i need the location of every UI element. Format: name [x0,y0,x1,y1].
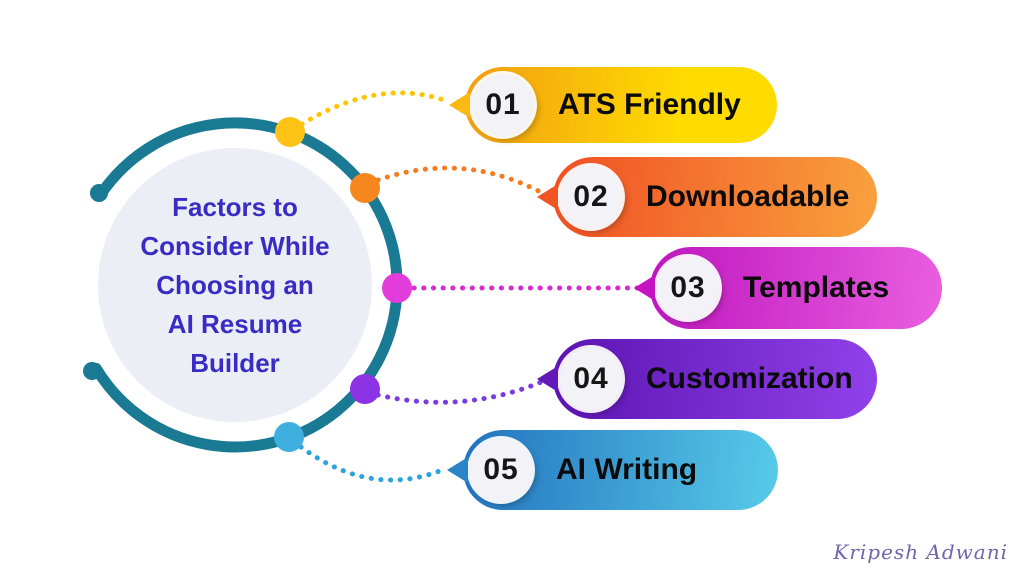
factor-pill-downloadable: 02 Downloadable [553,157,877,237]
ring-end-dot-bottom [83,362,101,380]
number-text: 03 [670,271,706,304]
ring-dot-4 [350,374,380,404]
number-badge: 03 [657,257,719,319]
ring-dot-1 [275,117,305,147]
factor-pill-customization: 04 Customization [553,339,877,419]
number-badge: 05 [470,439,532,501]
title-line-1: Factors to [172,191,298,222]
central-circle: Factors to Consider While Choosing an AI… [98,148,372,422]
title-line-4: AI Resume [167,308,303,339]
pill-label: Downloadable [646,180,850,213]
factor-pill-ai-writing: 05 AI Writing [463,430,778,510]
number-text: 01 [485,88,521,121]
pill-label: AI Writing [556,453,698,486]
title-line-3: Choosing an [156,269,314,300]
pill-label: ATS Friendly [558,88,741,121]
title-line-2: Consider While [140,230,330,261]
author-signature: Kripesh Adwani [833,540,1008,564]
connector-5 [298,444,450,483]
title-line-5: Builder [190,347,280,378]
connector-2 [375,165,549,198]
factor-pill-ats-friendly: 01 ATS Friendly [465,67,777,143]
number-badge: 02 [560,166,622,228]
ring-dot-3 [382,273,412,303]
number-badge: 04 [560,348,622,410]
connector-1 [299,90,452,127]
pill-label: Templates [743,271,890,304]
factor-pill-templates: 03 Templates [650,247,942,329]
ring-end-dot-top [90,184,108,202]
number-text: 04 [573,362,609,395]
ring-dot-5 [274,422,304,452]
connector-4 [375,377,549,405]
pill-label: Customization [646,362,853,395]
number-badge: 01 [472,74,534,136]
number-text: 05 [483,453,519,486]
ring-dot-2 [350,173,380,203]
number-text: 02 [573,180,609,213]
